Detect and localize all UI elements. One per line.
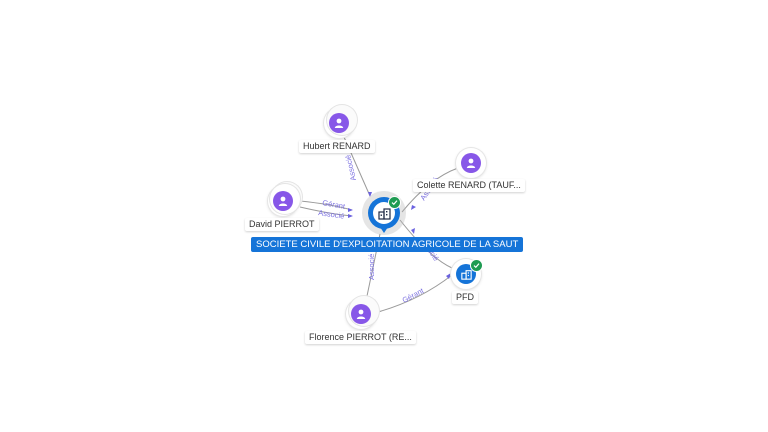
node-hubert-renard[interactable]: [324, 105, 357, 138]
node-pfd[interactable]: [451, 259, 483, 289]
edge-label-florence: Associé: [367, 254, 376, 280]
edge-pfd-arrow: [411, 228, 415, 234]
node-label-colette: Colette RENARD (TAUF...: [413, 179, 525, 192]
edge-david-arrow-1: [348, 208, 353, 212]
edge-colette-arrow: [411, 205, 416, 210]
edge-florence-to-pfd: [377, 274, 453, 313]
node-david-pierrot[interactable]: [268, 182, 302, 216]
person-icon: [461, 153, 481, 173]
edge-david-arrow-2: [348, 214, 353, 218]
node-florence-pierrot[interactable]: [346, 296, 379, 329]
edge-label-hubert: Associé: [343, 154, 358, 182]
check-icon: [388, 196, 401, 209]
node-colette-renard[interactable]: [456, 148, 486, 178]
person-icon: [273, 191, 293, 211]
person-icon: [351, 304, 371, 324]
node-label-florence: Florence PIERROT (RE...: [305, 331, 416, 344]
main-entity-node[interactable]: [362, 191, 406, 235]
node-label-hubert: Hubert RENARD: [299, 140, 375, 153]
main-entity-label[interactable]: SOCIETE CIVILE D'EXPLOITATION AGRICOLE D…: [251, 237, 524, 252]
node-label-pfd: PFD: [452, 291, 478, 304]
check-icon: [470, 259, 483, 272]
edge-hubert-arrow: [368, 192, 372, 197]
edge-florence-pfd-arrow: [446, 273, 451, 279]
person-icon: [329, 113, 349, 133]
edge-label-florence-pfd: Gérant: [401, 286, 426, 305]
node-label-david: David PIERROT: [245, 218, 319, 231]
edge-label-david-1: Gérant: [322, 198, 347, 211]
edge-label-david-2: Associé: [318, 208, 345, 221]
